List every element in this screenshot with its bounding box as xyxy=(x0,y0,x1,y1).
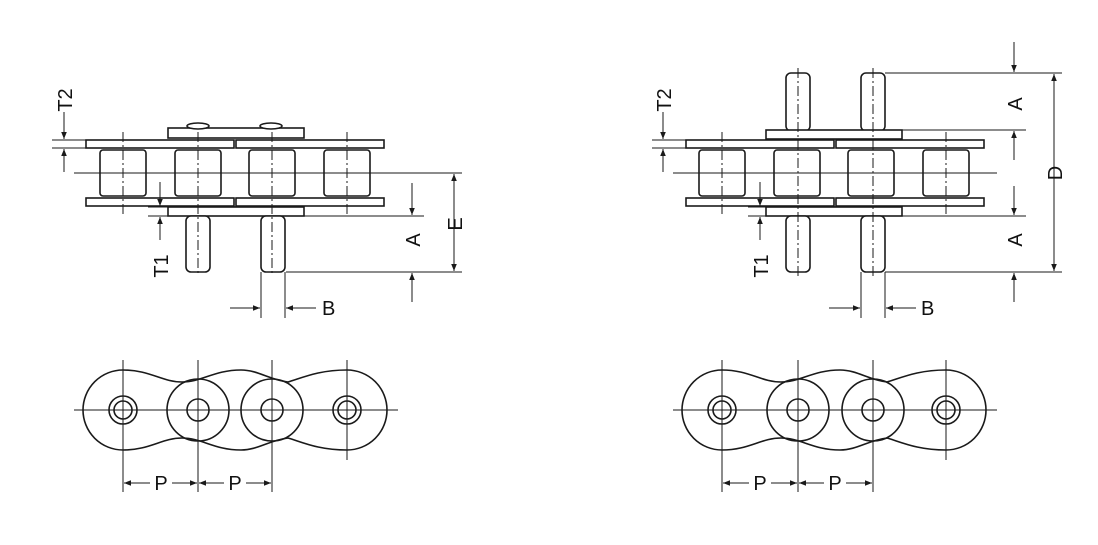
label-t1: T1 xyxy=(751,254,773,277)
label-t1: T1 xyxy=(151,254,173,277)
lower-attachment-plate xyxy=(167,206,305,217)
upper-inner-plate xyxy=(835,139,985,149)
label-p: P xyxy=(828,473,841,495)
label-a: A xyxy=(403,233,425,247)
pin-head xyxy=(186,122,210,130)
label-a: A xyxy=(1005,233,1027,247)
lower-inner-plate xyxy=(235,197,385,207)
upper-inner-plate xyxy=(85,139,235,149)
label-t2: T2 xyxy=(55,88,77,111)
left-dimensions xyxy=(52,112,462,318)
label-p: P xyxy=(228,473,241,495)
right-front-centerlines xyxy=(673,360,997,492)
extended-pin xyxy=(260,215,286,273)
lower-inner-plate xyxy=(835,197,985,207)
right-side-centerlines xyxy=(673,68,997,276)
upper-attachment-plate xyxy=(167,127,305,139)
upper-attachment-plate xyxy=(765,129,903,140)
label-d: D xyxy=(1045,166,1067,180)
label-t2: T2 xyxy=(654,88,676,111)
pin-head xyxy=(259,122,283,130)
label-p: P xyxy=(753,473,766,495)
upper-inner-plate xyxy=(685,139,835,149)
label-b: B xyxy=(322,298,335,320)
label-b: B xyxy=(921,298,934,320)
lower-attachment-plate xyxy=(765,206,903,217)
left-side-view xyxy=(85,122,385,273)
label-a: A xyxy=(1005,97,1027,111)
upper-inner-plate xyxy=(235,139,385,149)
label-p: P xyxy=(154,473,167,495)
left-front-centerlines xyxy=(74,360,398,492)
left-side-centerlines xyxy=(74,132,398,276)
label-e: E xyxy=(445,217,467,230)
right-dimensions xyxy=(652,42,1062,318)
